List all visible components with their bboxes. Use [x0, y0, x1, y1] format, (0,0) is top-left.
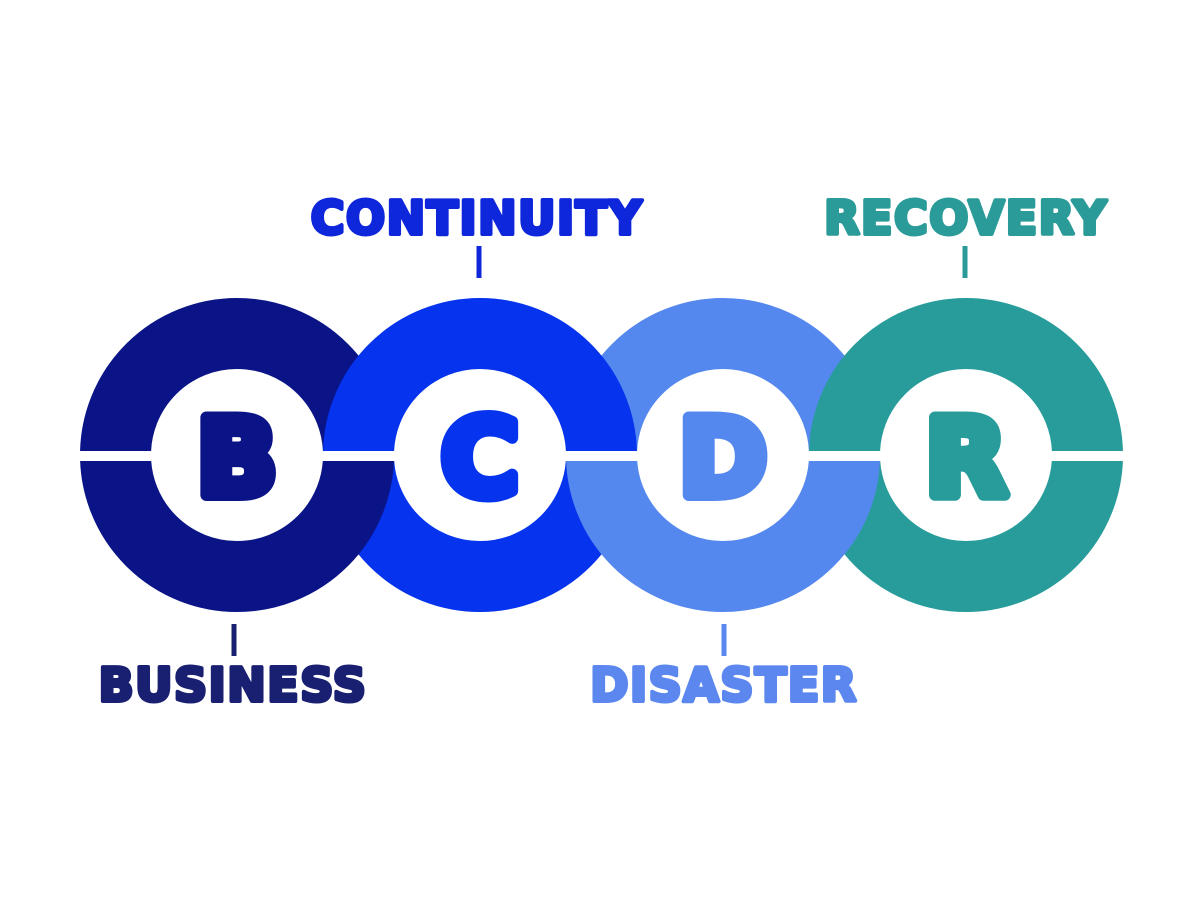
ring-recovery-top-arc	[809, 298, 1123, 451]
rings-top-halves	[80, 298, 1123, 451]
label-business: BUSINESS	[99, 658, 368, 712]
ring-disaster-top-arc	[566, 298, 880, 451]
ring-continuity-bottom-arc	[323, 461, 637, 612]
ring-business-top-arc	[80, 298, 394, 451]
label-continuity: CONTINUITY	[311, 191, 644, 245]
label-disaster: DISASTER	[590, 658, 857, 712]
ring-business-bottom-arc	[80, 461, 394, 612]
letter-r: R	[925, 397, 1007, 520]
letter-d: D	[679, 397, 767, 520]
ring-recovery-bottom-arc	[809, 461, 1123, 612]
ring-disaster-bottom-arc	[566, 461, 880, 612]
label-recovery: RECOVERY	[824, 191, 1108, 245]
letter-c: C	[441, 397, 519, 520]
rings-bottom-halves	[80, 461, 1123, 612]
letter-b: B	[197, 397, 278, 520]
ring-continuity-top-arc	[323, 298, 637, 451]
